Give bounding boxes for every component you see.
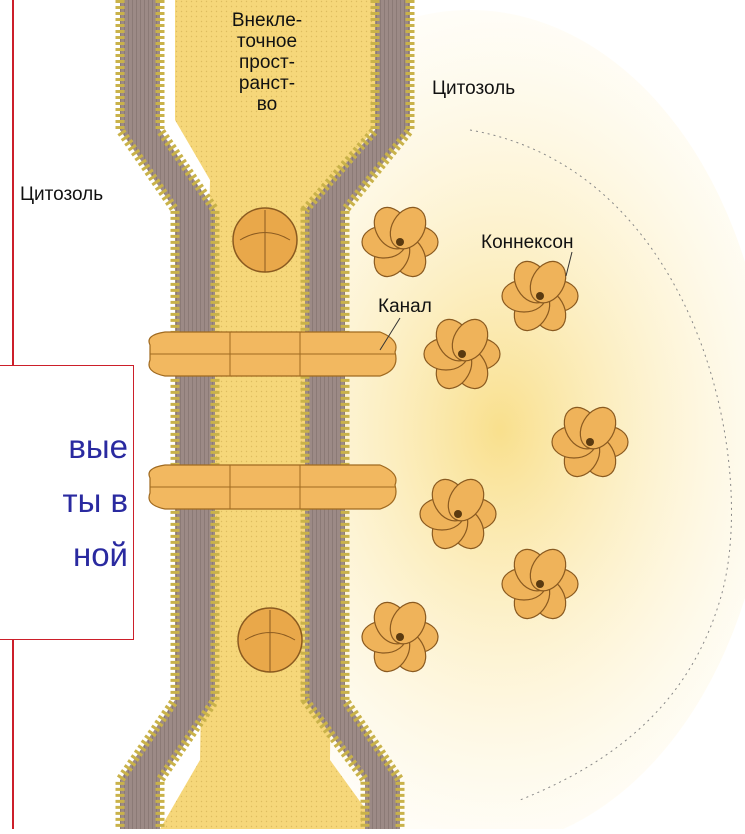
cytosol-left-label: Цитозоль [20, 184, 103, 205]
extracellular-line: точное [212, 31, 322, 52]
callout-box: вые ты в ной [0, 365, 134, 640]
cytosol-right-label: Цитозоль [432, 78, 515, 99]
extracellular-line: прост- [212, 52, 322, 73]
callout-line: ты в [0, 482, 128, 520]
channel-label: Канал [378, 296, 432, 317]
callout-line: ной [0, 536, 128, 574]
extracellular-line: во [212, 94, 322, 115]
extracellular-line: ранст- [212, 73, 322, 94]
connexon-label: Коннексон [481, 232, 574, 253]
callout-line: вые [0, 428, 128, 466]
extracellular-line: Внекле- [212, 10, 322, 31]
extracellular-label: Внекле- точное прост- ранст- во [212, 10, 322, 115]
